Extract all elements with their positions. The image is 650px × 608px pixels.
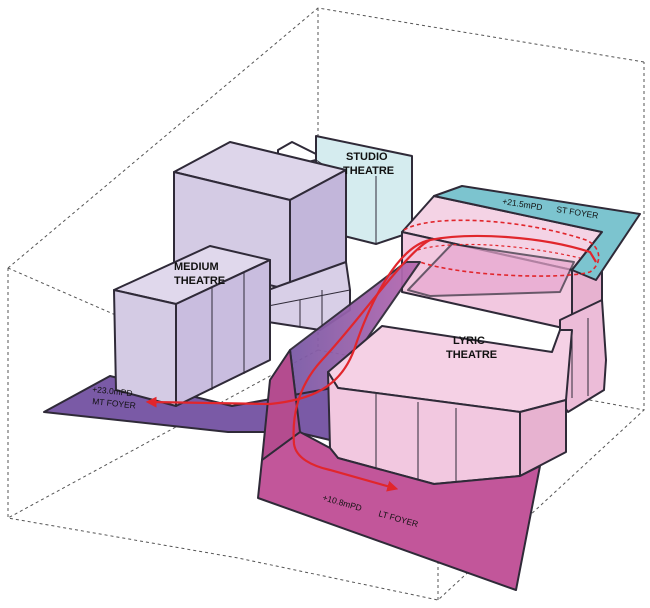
st-circulation-dashed [403,219,600,277]
lt-foyer [257,349,541,591]
medium-theatre-auditorium [113,245,271,407]
lyric-foyer-bridge [407,243,575,297]
lyric-theatre-label-line2: THEATRE [446,349,497,361]
studio-theatre-label-line1: STUDIO [346,151,388,163]
circulation-paths [145,219,600,492]
mt-foyer-level-label: +23.0mPD [92,384,133,398]
mt-foyer-name-label: MT FOYER [92,396,137,411]
lyric-theatre-label-line1: LYRIC [453,335,485,347]
studio-theatre-label-line2: THEATRE [343,165,394,177]
st-foyer-slab [433,185,641,281]
st-foyer: +21.5mPD ST FOYER [433,185,641,281]
lt-foyer-slab [257,431,541,591]
lyric-theatre-auditorium [327,325,573,485]
medium-theatre-label-line1: MEDIUM [174,261,219,273]
mt-circulation-arrow [145,234,597,408]
medium-theatre-face [175,259,271,407]
lt-circulation-arrow [292,239,431,492]
medium-theatre-label-line2: THEATRE [174,275,225,287]
